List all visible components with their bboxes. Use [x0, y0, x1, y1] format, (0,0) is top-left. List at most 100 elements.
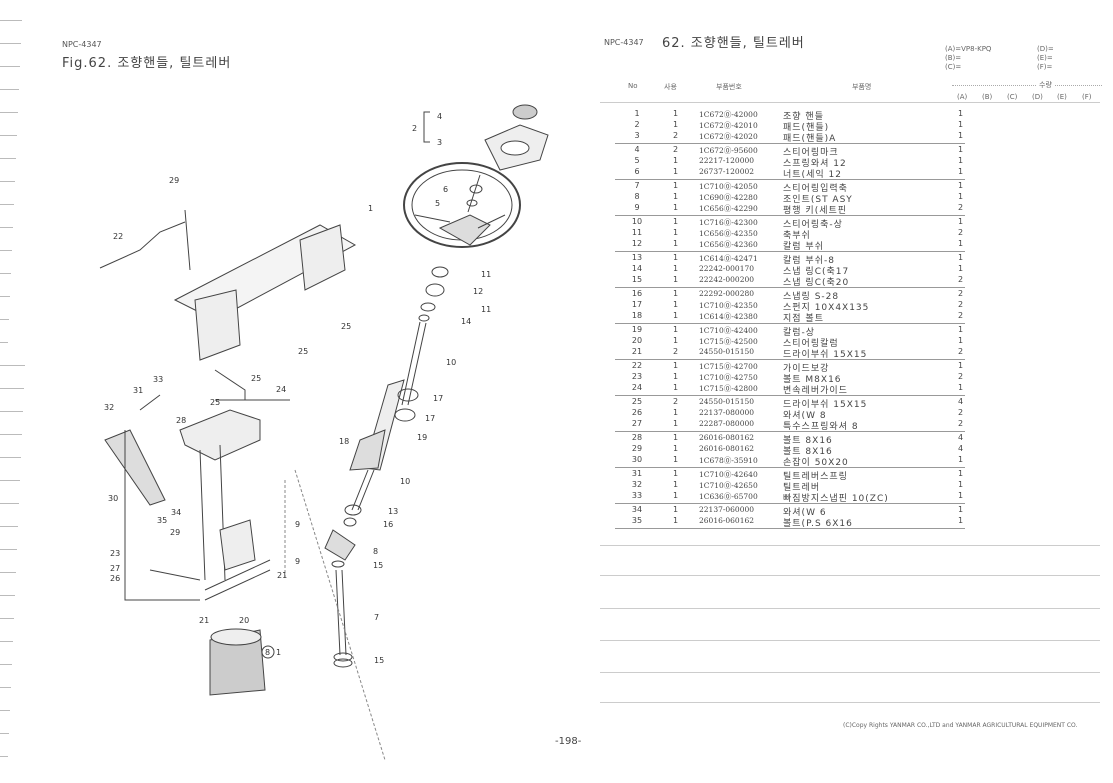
part-name: 볼트 M8X16	[783, 375, 842, 385]
part-number: 1C614⓪-42380	[699, 312, 758, 321]
group-divider	[615, 251, 965, 252]
part-name: 손잡이 50X20	[783, 458, 849, 468]
part-number: 1C690⓪-42280	[699, 193, 758, 202]
part-number: 1C710⓪-42050	[699, 182, 758, 191]
qty-per: 1	[673, 419, 679, 428]
scan-mark	[0, 204, 14, 205]
part-number: 22242-000200	[699, 275, 755, 284]
part-name: 칼럼-상	[783, 328, 816, 338]
group-divider	[615, 503, 965, 504]
qty-per: 1	[673, 264, 679, 273]
callout-label: 21	[199, 616, 209, 625]
part-name: 드라이부쉬 15X15	[783, 400, 868, 410]
callout-label: 17	[433, 394, 443, 403]
part-name: 변속레버가이드	[783, 386, 848, 396]
part-number: 1C715⓪-42700	[699, 362, 758, 371]
callout-label: 32	[104, 403, 114, 412]
scan-mark	[0, 89, 19, 90]
group-divider	[615, 323, 965, 324]
ref-no: 17	[631, 300, 643, 309]
callout-label: 8	[373, 547, 378, 556]
qty-a: 1	[958, 361, 964, 370]
variant-f: (F)=	[1037, 63, 1053, 71]
callout-label: 20	[239, 616, 249, 625]
right-model-code: NPC-4347	[604, 38, 644, 47]
part-name: 볼트(P.S 6X16	[783, 519, 853, 529]
ref-no: 13	[631, 253, 643, 262]
qty-a: 1	[958, 156, 964, 165]
part-number: 1C672⓪-42000	[699, 110, 758, 119]
callout-label: 26	[110, 574, 120, 583]
callout-label: 24	[276, 385, 286, 394]
empty-row-rule	[600, 672, 1100, 673]
qty-a: 1	[958, 120, 964, 129]
qty-col-header: (D)	[1032, 93, 1043, 101]
qty-per: 1	[673, 300, 679, 309]
part-name: 틸트레버	[783, 483, 821, 493]
part-name: 패드(핸들)A	[783, 134, 837, 144]
part-number: 1C716⓪-42300	[699, 218, 758, 227]
scan-mark	[0, 572, 16, 573]
qty-per: 1	[673, 469, 679, 478]
qty-a: 2	[958, 408, 964, 417]
callout-label: 13	[388, 507, 398, 516]
empty-row-rule	[600, 608, 1100, 609]
callout-label: 15	[374, 656, 384, 665]
part-number: 1C672⓪-42020	[699, 132, 758, 141]
scan-mark	[0, 342, 8, 343]
qty-a: 2	[958, 203, 964, 212]
scan-mark	[0, 135, 17, 136]
scan-mark	[0, 296, 10, 297]
ref-no: 14	[631, 264, 643, 273]
col-header-qty-per: 사용	[664, 83, 677, 91]
callout-label: 25	[298, 347, 308, 356]
empty-row-rule	[600, 640, 1100, 641]
qty-per: 1	[673, 505, 679, 514]
qty-a: 1	[958, 181, 964, 190]
col-header-part-name: 부품명	[852, 83, 872, 91]
qty-a: 1	[958, 325, 964, 334]
qty-a: 1	[958, 491, 964, 500]
callout-label: 11	[481, 270, 491, 279]
qty-per: 1	[673, 361, 679, 370]
qty-a: 1	[958, 336, 964, 345]
qty-a: 2	[958, 228, 964, 237]
qty-a: 1	[958, 192, 964, 201]
scan-mark	[0, 756, 8, 757]
part-name: 와셔(W 6	[783, 508, 827, 518]
callout-label: 34	[171, 508, 181, 517]
ref-no: 28	[631, 433, 643, 442]
part-number: 1C710⓪-42650	[699, 481, 758, 490]
qty-per: 1	[673, 336, 679, 345]
scan-mark	[0, 457, 21, 458]
empty-row-rule	[600, 702, 1100, 703]
ref-no: 31	[631, 469, 643, 478]
group-divider	[615, 287, 965, 288]
callout-label: 31	[133, 386, 143, 395]
scan-mark	[0, 595, 15, 596]
qty-a: 1	[958, 217, 964, 226]
qty-a: 2	[958, 275, 964, 284]
scan-mark	[0, 411, 23, 412]
part-name: 축부쉬	[783, 231, 811, 241]
scan-mark	[0, 687, 11, 688]
part-name: 지점 볼트	[783, 314, 824, 324]
callout-label: 10	[400, 477, 410, 486]
callout-label: 25	[251, 374, 261, 383]
part-number: 1C710⓪-42400	[699, 326, 758, 335]
part-name: 스티어링축-상	[783, 220, 843, 230]
